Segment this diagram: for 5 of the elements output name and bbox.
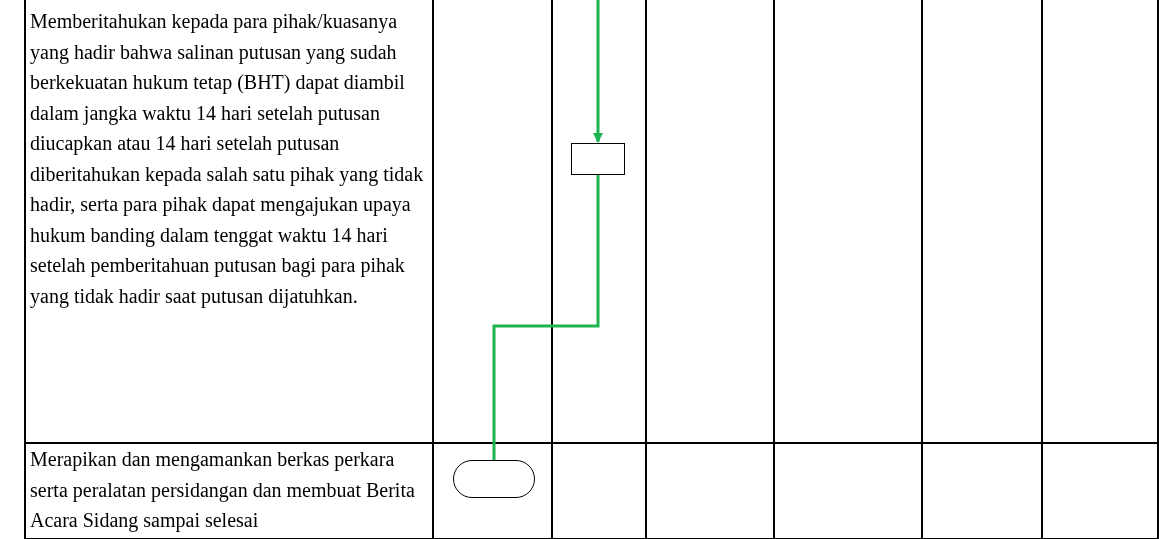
process-box xyxy=(571,143,625,175)
step-description: Merapikan dan mengamankan berkas perkara serta peralatan persidangan dan membuat Berita Acara Sidang sampai selesai xyxy=(30,447,416,534)
flow-arrow xyxy=(593,0,603,143)
step-description: Memberitahukan kepada para pihak/kuasanya yang hadir bahwa salinan putusan yang sudah berkekuatan hukum tetap (BHT) dapat diambil dalam jangka waktu 14 hari setelah putusan diucapkan atau 14 hari setelah putusan diberitahukan kepada salah satu pihak yang tidak hadir, serta para pihak dapat mengajukan upaya hukum banding dalam tenggat waktu 14 hari setelah pemberitahuan putusan bagi para pihak yang tidak hadir saat putusan dijatuhkan. xyxy=(30,9,425,310)
terminator-shape xyxy=(453,460,535,498)
